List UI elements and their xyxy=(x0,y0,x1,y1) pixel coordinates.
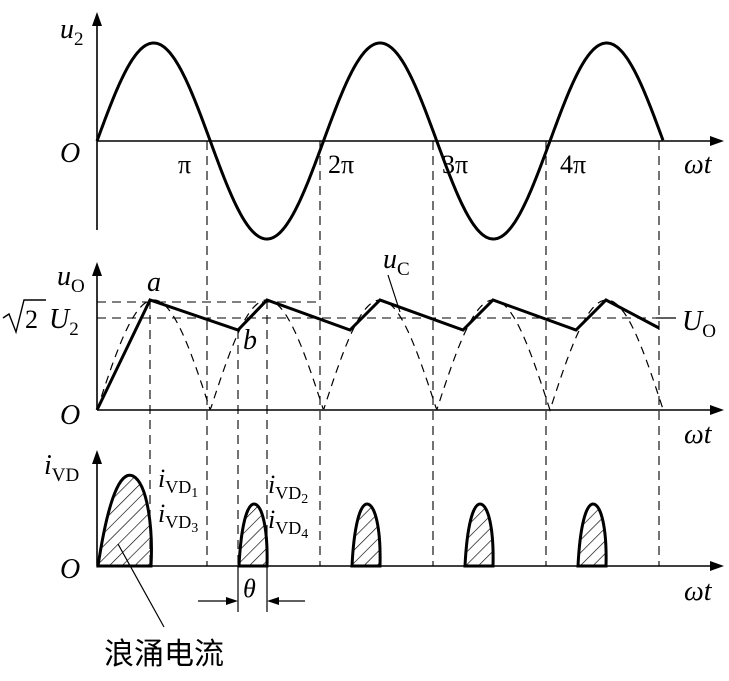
mid-x-label: ωt xyxy=(684,419,713,450)
theta-label: θ xyxy=(243,574,256,603)
sqrt-radical xyxy=(2,299,46,335)
bot-x-arrow xyxy=(710,561,724,571)
bottom-plot: iVD O ωt iVD1 iVD3 iVD2 iVD4 θ 浪涌电流 xyxy=(44,450,724,672)
bot-x-label: ωt xyxy=(684,576,713,607)
tick-4pi: 4π xyxy=(560,150,586,179)
bot-origin-label: O xyxy=(60,554,80,585)
theta-left-arrowhead xyxy=(226,597,238,605)
mid-x-arrow xyxy=(710,405,724,415)
uc-capacitor-voltage-curve xyxy=(95,298,660,411)
top-x-label: ωt xyxy=(684,149,713,180)
theta-right-arrowhead xyxy=(267,597,279,605)
ivd3-label: iVD3 xyxy=(158,499,198,536)
rectified-dashed-curve xyxy=(96,299,664,412)
top-origin-label: O xyxy=(60,138,80,169)
bot-y-label: iVD xyxy=(44,450,79,486)
ivd1-label: iVD1 xyxy=(158,464,198,501)
sqrt2-u2-label: 2 U2 xyxy=(2,299,79,340)
mid-origin-label: O xyxy=(60,400,80,431)
top-y-arrow xyxy=(92,12,102,26)
point-a-label: a xyxy=(147,267,161,298)
point-b-label: b xyxy=(243,325,257,356)
uo-label: UO xyxy=(682,306,716,342)
top-plot: u2 O ωt π 2π 3π 4π xyxy=(60,12,724,241)
pulse-4 xyxy=(463,502,495,568)
pulse-2 xyxy=(237,502,269,568)
u2-peak-label: U2 xyxy=(49,304,79,340)
guide-lines xyxy=(97,141,676,566)
pulse-3 xyxy=(350,502,382,568)
pulse-5 xyxy=(576,502,608,568)
top-x-arrow xyxy=(710,136,724,146)
sqrt-radicand: 2 xyxy=(25,305,38,334)
surge-current-label: 浪涌电流 xyxy=(104,637,224,672)
surge-current-pulse xyxy=(96,473,153,568)
bot-y-arrow xyxy=(92,450,102,464)
tick-3pi: 3π xyxy=(442,150,468,179)
ivd4-label: iVD4 xyxy=(268,505,308,542)
tick-pi: π xyxy=(178,150,191,179)
surge-leader xyxy=(117,543,165,628)
uc-label: uC xyxy=(383,244,410,280)
middle-plot: uO 2 U2 a b uC UO O ωt xyxy=(2,244,724,450)
uc-leader xyxy=(387,274,401,313)
mid-y-arrow xyxy=(92,262,102,276)
tick-2pi: 2π xyxy=(328,150,354,179)
mid-y-label: uO xyxy=(57,261,85,297)
ivd2-label: iVD2 xyxy=(268,470,308,507)
u2-sine-curve xyxy=(95,41,665,241)
top-y-label: u2 xyxy=(60,14,84,50)
